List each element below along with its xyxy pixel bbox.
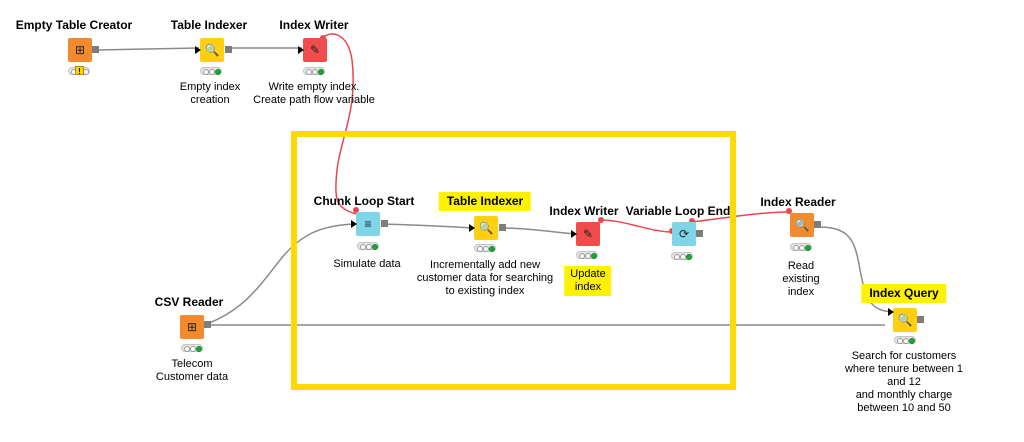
node-title-chunk-loop-start: Chunk Loop Start — [313, 194, 415, 208]
connection-index-writer-to-chunk-loop-start[interactable] — [322, 33, 357, 215]
input-port-icon[interactable] — [195, 46, 201, 54]
input-port-icon[interactable] — [298, 46, 304, 54]
status-traffic-light — [357, 242, 379, 250]
connection-index-writer-to-variable-loop-end[interactable] — [600, 219, 673, 233]
warning-icon: ! — [75, 66, 84, 76]
node-title-index-writer: Index Writer — [279, 18, 349, 32]
node-index-writer[interactable]: ✎ — [576, 222, 600, 246]
output-port-icon[interactable] — [696, 230, 703, 237]
input-port-icon[interactable] — [469, 224, 475, 232]
node-title-index-writer: Index Writer — [549, 204, 619, 218]
node-index-writer[interactable]: ✎ — [303, 38, 327, 62]
node-title-table-indexer-highlighted: Table Indexer — [438, 192, 532, 211]
node-title-variable-loop-end: Variable Loop End — [625, 204, 731, 218]
node-description: Incrementally add new customer data for … — [416, 259, 554, 297]
connection-empty-table-creator-to-table-indexer[interactable] — [95, 47, 200, 51]
node-index-query[interactable]: 🔍 — [893, 308, 917, 332]
status-traffic-light — [671, 252, 693, 260]
input-port-icon[interactable] — [888, 308, 894, 316]
output-port-icon[interactable] — [499, 224, 506, 231]
node-description: Telecom Customer data — [155, 358, 229, 383]
read-icon: ⊞ — [186, 320, 198, 334]
connection-table-indexer-to-index-writer-2[interactable] — [502, 227, 576, 235]
input-port-icon[interactable] — [351, 220, 357, 228]
output-port-icon[interactable] — [204, 321, 211, 328]
output-port-icon[interactable] — [381, 220, 388, 227]
loop-end-icon: ⟳ — [678, 227, 690, 241]
node-empty-table-creator[interactable]: ⊞ — [68, 38, 92, 62]
flow-variable-port-icon[interactable] — [598, 217, 604, 223]
node-index-reader[interactable]: 🔍 — [790, 213, 814, 237]
input-port-icon[interactable] — [886, 320, 892, 328]
node-table-indexer[interactable]: 🔍 — [474, 216, 498, 240]
node-title-index-reader: Index Reader — [760, 195, 836, 209]
input-port-icon[interactable] — [571, 230, 577, 238]
status-traffic-light — [474, 244, 496, 252]
loop-annotation-box — [291, 131, 736, 390]
node-variable-loop-end[interactable]: ⟳ — [672, 222, 696, 246]
query-icon: 🔍 — [897, 313, 913, 327]
node-description: Write empty index. Create path flow vari… — [253, 81, 375, 106]
connection-csv-reader-to-chunk-loop-start[interactable] — [203, 223, 357, 326]
magnifier-icon: 🔍 — [478, 221, 494, 235]
node-title-table-indexer: Table Indexer — [170, 18, 248, 32]
connection-chunk-loop-start-to-table-indexer[interactable] — [382, 223, 474, 229]
flow-variable-port-icon[interactable] — [353, 207, 359, 213]
write-icon: ✎ — [582, 227, 594, 241]
node-description-highlighted: Update index — [564, 266, 612, 296]
read-icon: 🔍 — [794, 218, 810, 232]
status-traffic-light — [894, 336, 916, 344]
node-chunk-loop-start[interactable]: ≡ — [356, 212, 380, 236]
output-port-icon[interactable] — [917, 316, 924, 323]
node-csv-reader[interactable]: ⊞ — [180, 315, 204, 339]
table-grid-icon: ⊞ — [74, 43, 86, 57]
loop-start-icon: ≡ — [364, 217, 372, 231]
flow-variable-port-icon[interactable] — [786, 208, 792, 214]
output-port-icon[interactable] — [92, 46, 99, 53]
magnifier-icon: 🔍 — [204, 43, 220, 57]
node-description: Read existing index — [782, 260, 820, 298]
node-title-csv-reader: CSV Reader — [154, 295, 224, 309]
node-title-empty-table-creator: Empty Table Creator — [15, 18, 133, 32]
node-description: Search for customers where tenure betwee… — [844, 350, 964, 414]
node-description: Simulate data — [333, 258, 401, 270]
node-title-index-query-highlighted: Index Query — [861, 284, 947, 303]
status-traffic-light — [576, 251, 598, 259]
connection-index-reader-to-index-query[interactable] — [817, 226, 893, 313]
status-traffic-light — [790, 243, 812, 251]
output-port-icon[interactable] — [814, 221, 821, 228]
connection-variable-loop-end-to-index-reader[interactable] — [691, 211, 790, 223]
status-traffic-light — [181, 344, 203, 352]
output-port-icon[interactable] — [225, 46, 232, 53]
node-description: Empty index creation — [179, 81, 241, 106]
status-traffic-light — [200, 67, 222, 75]
status-traffic-light — [303, 67, 325, 75]
write-icon: ✎ — [309, 43, 321, 57]
node-table-indexer[interactable]: 🔍 — [200, 38, 224, 62]
